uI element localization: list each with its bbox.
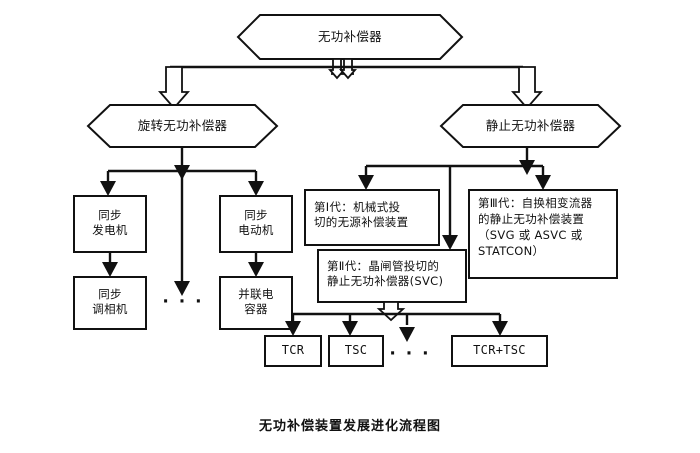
arrow-to-tsc xyxy=(342,321,358,336)
arrow-hollow-to-static xyxy=(511,66,543,110)
connector-gen2-stem xyxy=(376,301,406,322)
node-shape-gen3 xyxy=(468,189,618,279)
arrow-hollow-to-rotating xyxy=(158,66,190,110)
arrow-hollow-root-left xyxy=(328,58,346,80)
node-shape-tcr-tsc xyxy=(451,335,548,367)
arrow-hollow-root-right xyxy=(339,58,357,80)
arrow-to-sync-generator xyxy=(100,181,116,196)
node-shape-gen1 xyxy=(304,189,440,246)
node-shape-sync-condenser xyxy=(73,276,147,330)
node-shape-gen2 xyxy=(317,249,467,303)
node-shape-sync-generator xyxy=(73,195,147,253)
arrow-to-gen1 xyxy=(358,175,374,190)
arrow-to-rotating-ellipsis xyxy=(174,281,190,296)
arrow-right-stem xyxy=(519,160,535,175)
arrow-to-gen2 xyxy=(442,235,458,250)
arrow-hollow-gen2 xyxy=(376,301,406,322)
arrow-to-svc-ellipsis xyxy=(399,327,415,342)
node-label-svc-ellipsis: · · · xyxy=(389,344,431,364)
arrow-to-sync-condenser xyxy=(102,262,118,277)
arrow-to-tcr-tsc xyxy=(492,321,508,336)
connector-root-stem xyxy=(328,58,357,80)
node-shape-level2-left xyxy=(86,104,279,148)
arrow-to-sync-motor xyxy=(248,181,264,196)
arrow-to-shunt-capacitor xyxy=(248,262,264,277)
arrow-to-gen3 xyxy=(535,175,551,190)
node-shape-tcr xyxy=(264,335,322,367)
node-shape-root xyxy=(236,14,464,60)
node-shape-level2-right xyxy=(439,104,622,148)
diagram-caption: 无功补偿装置发展进化流程图 xyxy=(258,419,441,434)
arrow-to-tcr xyxy=(285,321,301,336)
node-shape-sync-motor xyxy=(219,195,293,253)
node-shape-tsc xyxy=(328,335,384,367)
node-label-rotating-ellipsis: · · · xyxy=(162,292,204,312)
node-shape-shunt-capacitor xyxy=(219,276,293,330)
